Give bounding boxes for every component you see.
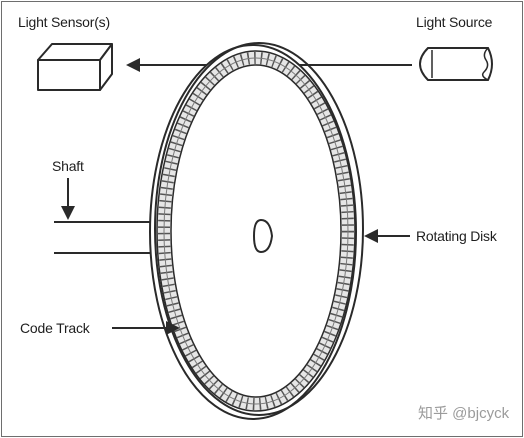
- code-track-arrow: [112, 321, 180, 335]
- code-track-label: Code Track: [20, 320, 90, 336]
- shaft-lines: [54, 221, 156, 254]
- rotating-disk-label: Rotating Disk: [416, 228, 497, 244]
- light-source-body: [419, 47, 493, 81]
- shaft-label: Shaft: [52, 158, 84, 174]
- rotating-disk: [149, 42, 364, 420]
- disk-hub: [252, 218, 274, 254]
- watermark-text: 知乎 @bjcyck: [418, 405, 510, 422]
- light-sensor-label: Light Sensor(s): [18, 14, 110, 30]
- light-source-label: Light Source: [416, 14, 493, 30]
- light-sensor-box: [37, 43, 113, 91]
- shaft-arrow: [61, 178, 75, 220]
- rotating-disk-arrow: [364, 229, 410, 243]
